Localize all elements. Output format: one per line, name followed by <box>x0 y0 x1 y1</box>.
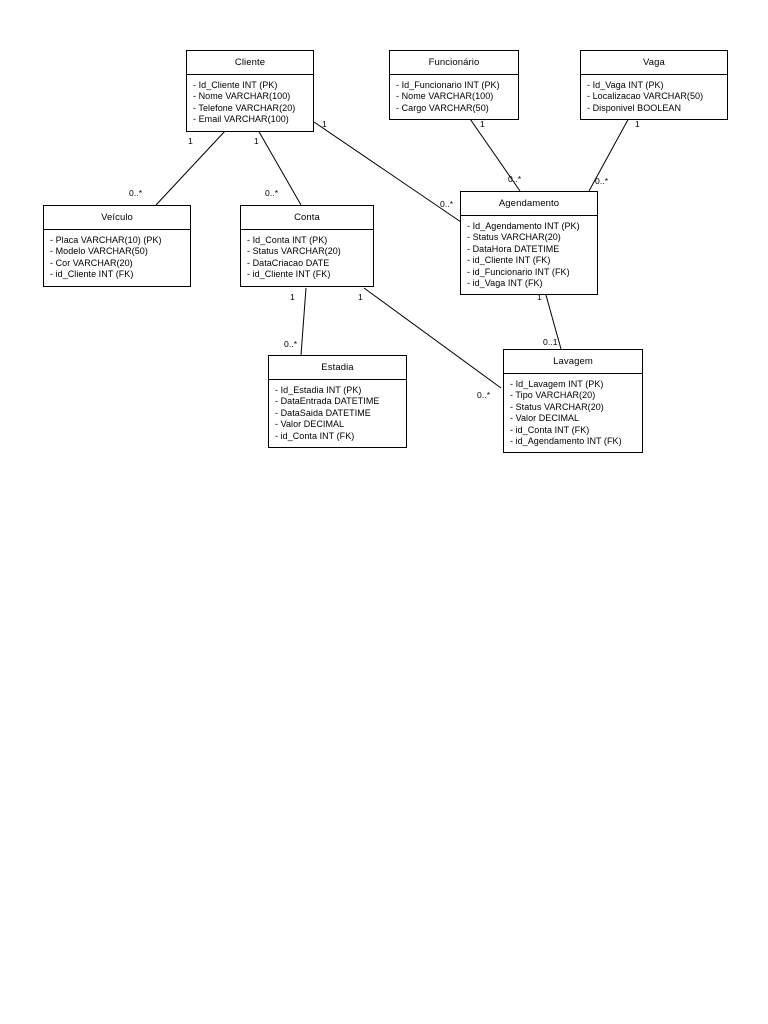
multiplicity-label-funcionario-agend-near: 1 <box>480 119 485 129</box>
attribute-row: - Email VARCHAR(100) <box>193 114 289 125</box>
attribute-row: - Tipo VARCHAR(20) <box>510 390 596 401</box>
entity-funcionario-attributes: - Id_Funcionario INT (PK) - Nome VARCHAR… <box>390 75 518 119</box>
entity-agendamento-attributes: - Id_Agendamento INT (PK) - Status VARCH… <box>461 216 597 294</box>
multiplicity-label-agendamento-lavagem-near: 1 <box>537 292 542 302</box>
multiplicity-label-cliente-conta-near: 1 <box>254 136 259 146</box>
attribute-row: - Id_Vaga INT (PK) <box>587 80 664 90</box>
entity-lavagem-title: Lavagem <box>504 350 642 374</box>
attribute-row: - DataCriacao DATE <box>247 257 330 268</box>
attribute-row: - Disponivel BOOLEAN <box>587 102 682 113</box>
entity-cliente-title: Cliente <box>187 51 313 75</box>
attribute-row: - Id_Funcionario INT (PK) <box>396 80 500 90</box>
attribute-row: - id_Funcionario INT (FK) <box>467 266 570 277</box>
entity-funcionario-title: Funcionário <box>390 51 518 75</box>
entity-conta[interactable]: Conta - Id_Conta INT (PK) - Status VARCH… <box>240 205 374 287</box>
entity-conta-title: Conta <box>241 206 373 230</box>
multiplicity-label-cliente-agendamento-far: 0..* <box>440 199 454 209</box>
attribute-row: - Telefone VARCHAR(20) <box>193 102 296 113</box>
attribute-row: - Status VARCHAR(20) <box>510 401 604 412</box>
entity-funcionario[interactable]: Funcionário - Id_Funcionario INT (PK) - … <box>389 50 519 121</box>
attribute-row: - id_Cliente INT (FK) <box>247 269 331 280</box>
entity-vaga-title: Vaga <box>581 51 727 75</box>
attribute-row: - id_Vaga INT (FK) <box>467 278 543 289</box>
multiplicity-label-cliente-veiculo-near: 1 <box>188 136 193 146</box>
entity-cliente[interactable]: Cliente - Id_Cliente INT (PK) - Nome VAR… <box>186 50 314 132</box>
attribute-row: - Valor DECIMAL <box>275 419 345 430</box>
multiplicity-label-vaga-agendamento-near: 1 <box>635 119 640 129</box>
attribute-row: - id_Conta INT (FK) <box>275 430 355 441</box>
attribute-row: - id_Cliente INT (FK) <box>50 269 134 280</box>
entity-lavagem[interactable]: Lavagem - Id_Lavagem INT (PK) - Tipo VAR… <box>503 349 643 454</box>
attribute-row: - Localizacao VARCHAR(50) <box>587 91 704 102</box>
multiplicity-label-conta-estadia-far: 0..* <box>284 339 298 349</box>
multiplicity-label-cliente-conta-far: 0..* <box>265 188 279 198</box>
entity-vaga-attributes: - Id_Vaga INT (PK) - Localizacao VARCHAR… <box>581 75 727 119</box>
attribute-row: - Placa VARCHAR(10) (PK) <box>50 235 162 245</box>
entity-agendamento[interactable]: Agendamento - Id_Agendamento INT (PK) - … <box>460 191 598 296</box>
attribute-row: - Cor VARCHAR(20) <box>50 257 133 268</box>
entity-lavagem-attributes: - Id_Lavagem INT (PK) - Tipo VARCHAR(20)… <box>504 374 642 452</box>
entity-conta-attributes: - Id_Conta INT (PK) - Status VARCHAR(20)… <box>241 230 373 286</box>
multiplicity-label-conta-lavagem-near: 1 <box>358 292 363 302</box>
multiplicity-label-funcionario-agend-far: 0..* <box>508 174 522 184</box>
attribute-row: - Nome VARCHAR(100) <box>193 91 291 102</box>
entity-veiculo[interactable]: Veículo - Placa VARCHAR(10) (PK) - Model… <box>43 205 191 287</box>
attribute-row: - DataHora DATETIME <box>467 243 560 254</box>
multiplicity-label-conta-estadia-near: 1 <box>290 292 295 302</box>
attribute-row: - DataSaida DATETIME <box>275 407 371 418</box>
multiplicity-label-cliente-agendamento-near: 1 <box>322 119 327 129</box>
attribute-row: - Status VARCHAR(20) <box>247 246 341 257</box>
attribute-row: - Valor DECIMAL <box>510 413 580 424</box>
entity-estadia-title: Estadia <box>269 356 406 380</box>
attribute-row: - Modelo VARCHAR(50) <box>50 246 148 257</box>
relationship-edge-conta-estadia <box>300 287 307 356</box>
multiplicity-label-agendamento-lavagem-far: 0..1 <box>543 337 558 347</box>
entity-veiculo-title: Veículo <box>44 206 190 230</box>
attribute-row: - DataEntrada DATETIME <box>275 396 380 407</box>
attribute-row: - Nome VARCHAR(100) <box>396 91 494 102</box>
attribute-row: - id_Conta INT (FK) <box>510 424 590 435</box>
attribute-row: - Status VARCHAR(20) <box>467 232 561 243</box>
entity-veiculo-attributes: - Placa VARCHAR(10) (PK) - Modelo VARCHA… <box>44 230 190 286</box>
attribute-row: - Cargo VARCHAR(50) <box>396 102 489 113</box>
entity-vaga[interactable]: Vaga - Id_Vaga INT (PK) - Localizacao VA… <box>580 50 728 121</box>
entity-cliente-attributes: - Id_Cliente INT (PK) - Nome VARCHAR(100… <box>187 75 313 131</box>
multiplicity-label-conta-lavagem-far: 0..* <box>477 390 491 400</box>
attribute-row: - id_Agendamento INT (FK) <box>510 436 622 447</box>
attribute-row: - Id_Estadia INT (PK) <box>275 385 362 395</box>
multiplicity-label-vaga-agendamento-far: 0..* <box>595 176 609 186</box>
multiplicity-label-cliente-veiculo-far: 0..* <box>129 188 143 198</box>
entity-estadia[interactable]: Estadia - Id_Estadia INT (PK) - DataEntr… <box>268 355 407 449</box>
entity-agendamento-title: Agendamento <box>461 192 597 216</box>
attribute-row: - Id_Conta INT (PK) <box>247 235 328 245</box>
entity-estadia-attributes: - Id_Estadia INT (PK) - DataEntrada DATE… <box>269 380 406 447</box>
attribute-row: - Id_Cliente INT (PK) <box>193 80 278 90</box>
attribute-row: - Id_Agendamento INT (PK) <box>467 221 580 231</box>
attribute-row: - Id_Lavagem INT (PK) <box>510 379 604 389</box>
attribute-row: - id_Cliente INT (FK) <box>467 255 551 266</box>
